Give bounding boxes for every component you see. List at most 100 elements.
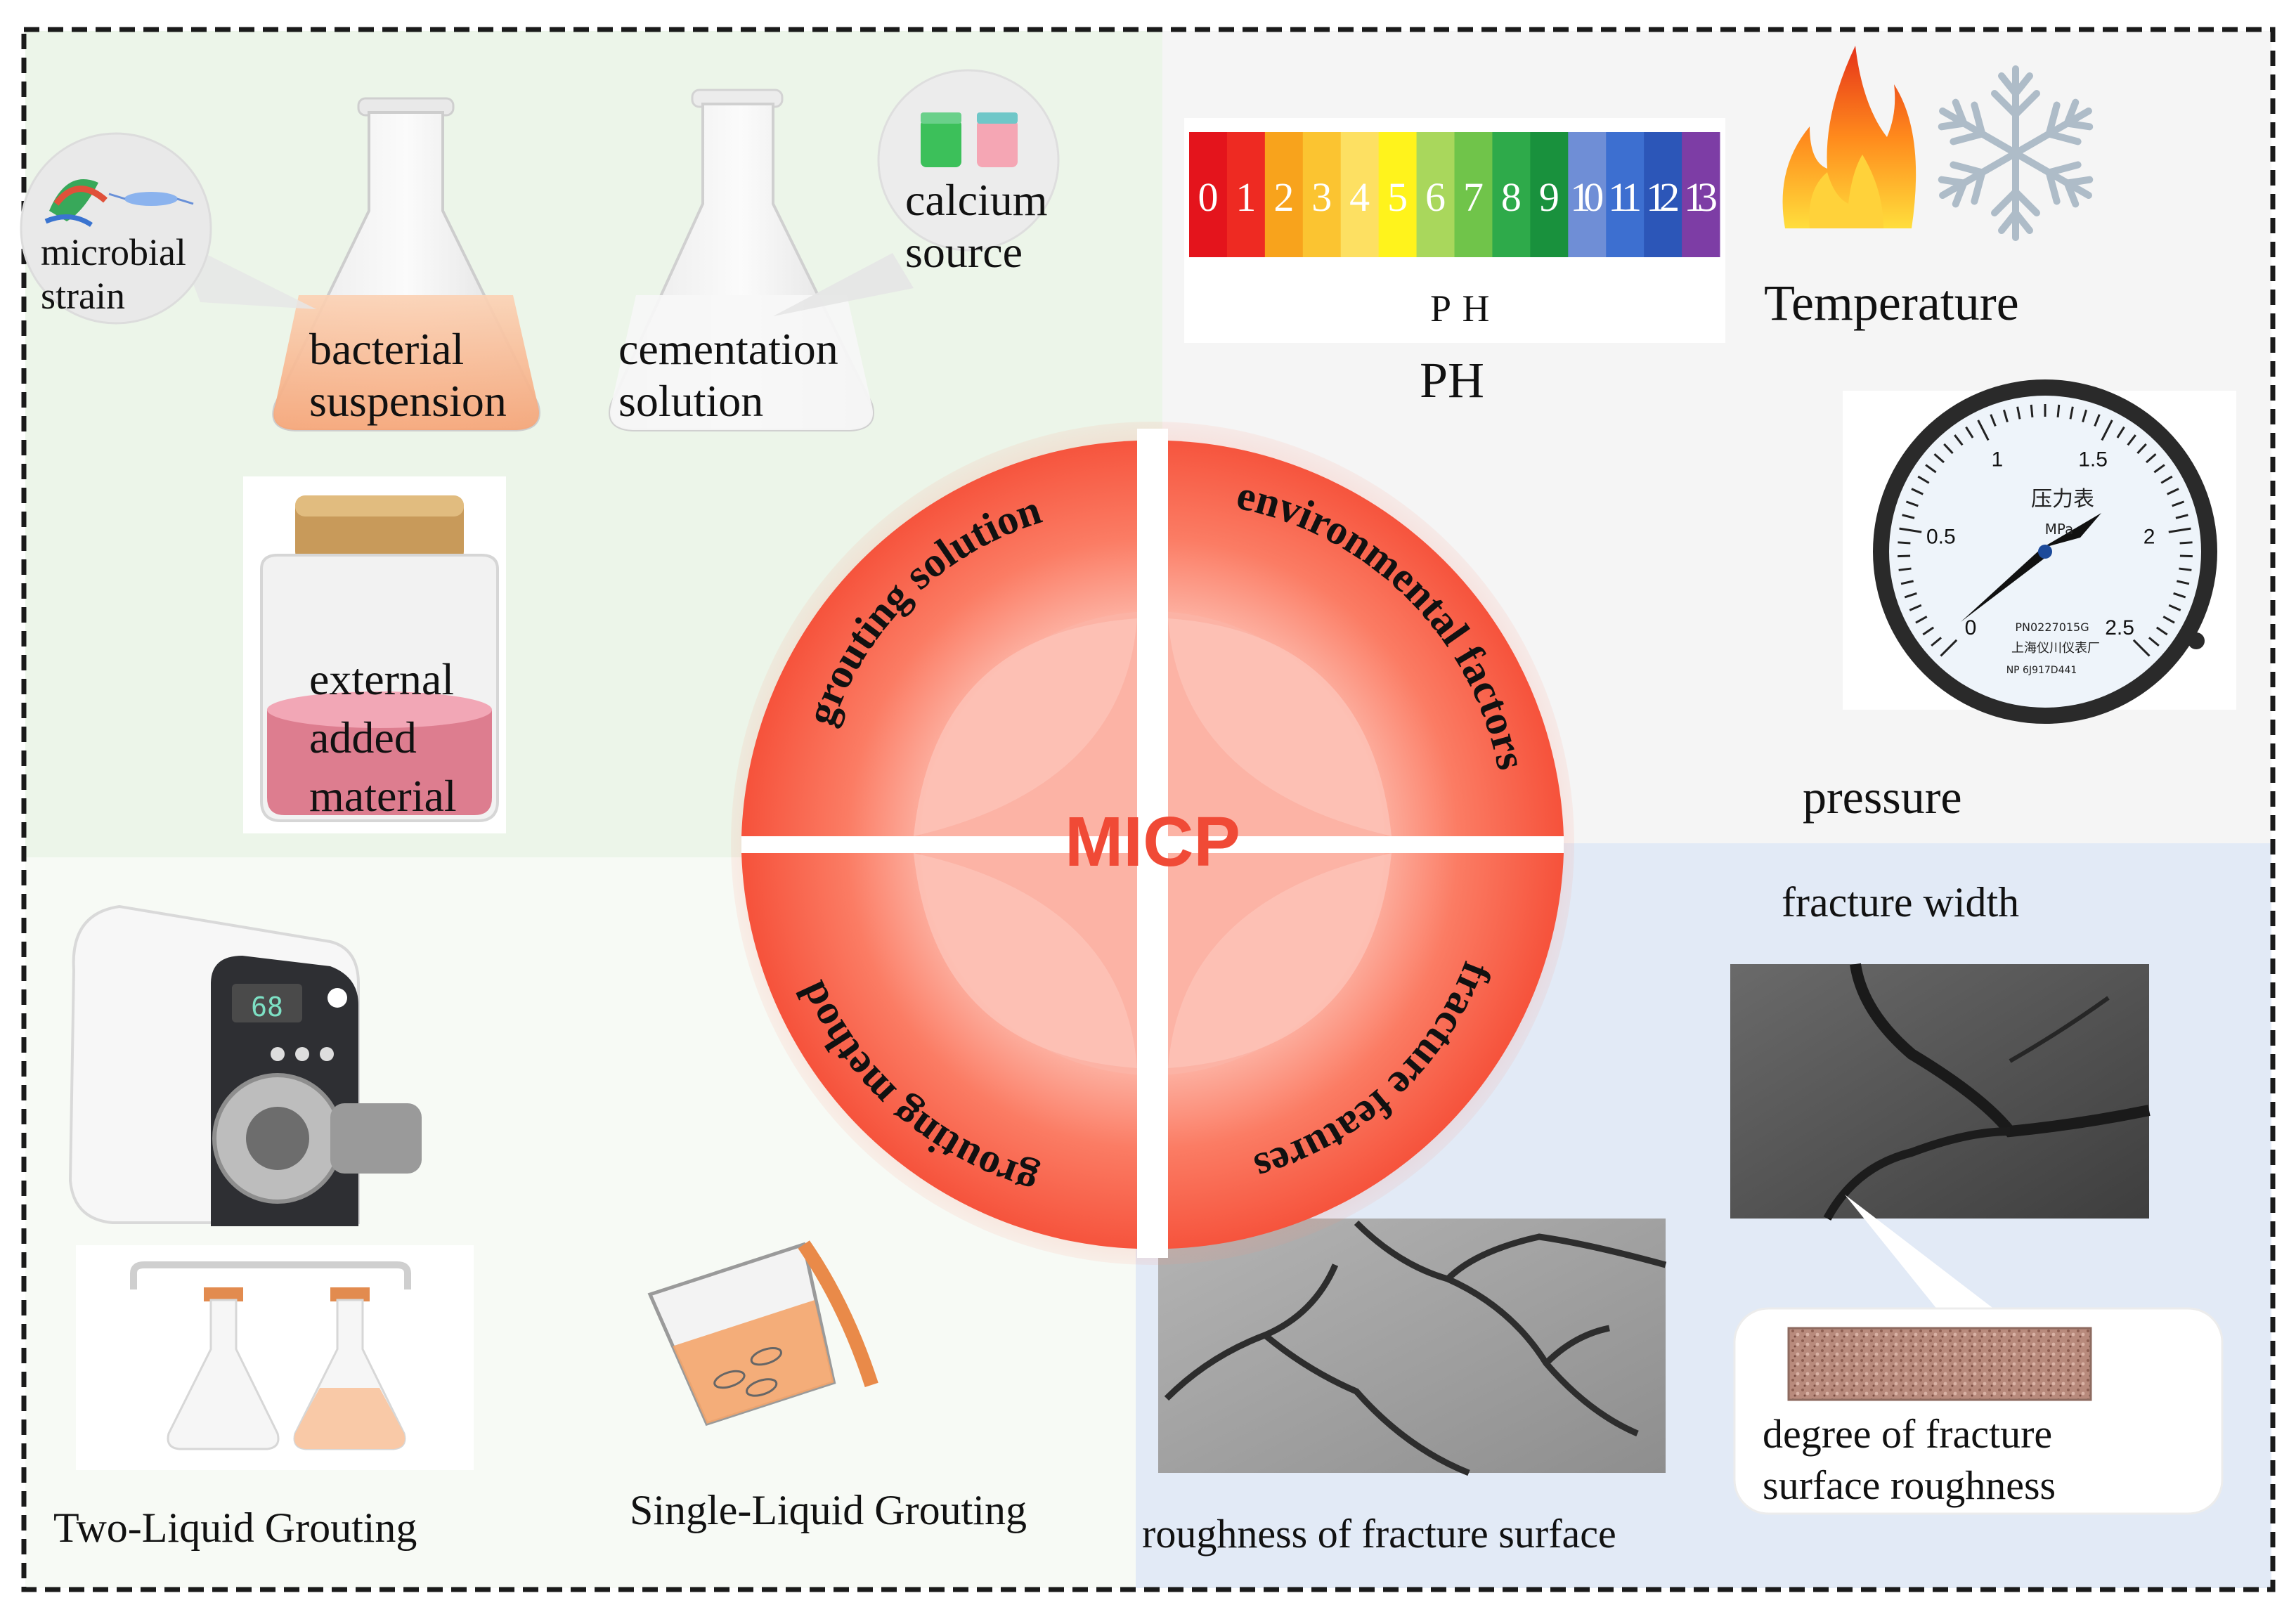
gauge-tick: [1922, 626, 1935, 636]
gauge-tick: [2177, 580, 2190, 585]
gauge-tick: [2179, 567, 2192, 571]
bacterial-suspension-flask: [272, 97, 540, 431]
ph-swatch: [1189, 132, 1228, 257]
beaker-pouring: [647, 1240, 878, 1427]
gauge-tick: [2127, 434, 2136, 446]
ph-tick-label: 4: [1349, 174, 1370, 220]
ph-tick-label: 10: [1570, 174, 1604, 220]
gauge-tick-label: 1: [1992, 448, 2004, 471]
peristaltic-pump: [68, 904, 422, 1226]
gauge-tick: [1940, 639, 1958, 657]
gauge-tick: [2082, 409, 2088, 423]
gauge-tick: [2168, 604, 2181, 611]
ph-swatch: [1530, 132, 1569, 257]
single-liquid-grouting-label: Single-Liquid Grouting: [630, 1487, 1027, 1533]
microbial-strain-bubble: [20, 132, 316, 325]
ph-swatch: [1302, 132, 1342, 257]
ph-tick-label: 1: [1235, 174, 1256, 220]
external-material-jar: [243, 476, 506, 833]
gauge-tick: [1909, 604, 1922, 611]
ph-label: PH: [1420, 352, 1485, 408]
gauge-tick-label: 1.5: [2078, 448, 2108, 471]
ph-tick-label: 2: [1273, 174, 1294, 220]
gauge-serial: PN0227015G: [2015, 620, 2089, 634]
gauge-tick: [1925, 464, 1937, 474]
gauge-tick: [1990, 414, 1997, 427]
ph-tick-label: 12: [1646, 174, 1680, 220]
gauge-tick: [2132, 639, 2151, 657]
gauge-tick: [1915, 616, 1928, 624]
gauge-tick: [2094, 414, 2101, 427]
gauge-tick: [1954, 434, 1964, 446]
gauge-tick: [2030, 404, 2034, 417]
gauge-tick: [1899, 527, 1922, 533]
dashed-border: [21, 27, 2276, 1592]
ph-tick-label: 8: [1501, 174, 1522, 220]
gauge-tick: [2162, 616, 2175, 624]
callout-pointer: [1845, 1195, 2010, 1321]
gauge-tick: [2179, 554, 2193, 558]
gauge-tick: [2116, 426, 2125, 438]
gauge-tick: [1904, 592, 1917, 599]
gauge-tick: [2016, 406, 2021, 420]
ph-tick-label: 9: [1539, 174, 1559, 220]
gauge-tick-label: 0: [1965, 616, 1977, 639]
gauge-tick: [2160, 475, 2173, 484]
gauge-title: 压力表: [2031, 487, 2094, 512]
gauge-tick: [2146, 453, 2157, 464]
ph-tick-label: 0: [1198, 174, 1218, 220]
gauge-tick: [1898, 541, 1911, 545]
ph-swatch: [1416, 132, 1455, 257]
center-ring: [741, 429, 1564, 1258]
gauge-tick: [1902, 514, 1915, 519]
fracture-width-label: fracture width: [1782, 879, 2020, 925]
two-liquid-flasks: [76, 1245, 474, 1470]
gauge-tick: [2168, 527, 2191, 533]
ph-swatch: [1454, 132, 1493, 257]
ph-swatch: [1264, 132, 1304, 257]
gauge-tick: [1898, 567, 1912, 571]
gauge-tick: [1898, 554, 1911, 558]
gauge-tick: [1905, 500, 1919, 507]
gauge-tick: [2153, 464, 2165, 474]
gauge-tick-label: 0.5: [1926, 526, 1956, 549]
gauge-tick: [2155, 626, 2168, 636]
gauge-tick: [1931, 637, 1942, 647]
cementation-solution-flask: [609, 89, 874, 431]
ph-swatch: [1226, 132, 1266, 257]
gauge-tick: [2179, 541, 2193, 545]
gauge-tick: [2069, 406, 2074, 420]
ph-tick-label: 6: [1425, 174, 1446, 220]
ph-tick-label: 13: [1684, 174, 1718, 220]
gauge-tick: [1911, 488, 1924, 495]
pump-display: 68: [251, 992, 283, 1022]
two-liquid-grouting-label: Two-Liquid Grouting: [53, 1505, 417, 1551]
ph-swatch: [1492, 132, 1531, 257]
temperature-label: Temperature: [1764, 275, 2019, 331]
ph-tick-label: 3: [1311, 174, 1332, 220]
ph-caption: P H: [1430, 287, 1491, 330]
ph-tick-label: 5: [1387, 174, 1408, 220]
gauge-tick: [1933, 453, 1945, 464]
gauge-tick: [2056, 404, 2061, 417]
roughness-swatch: [1787, 1327, 2092, 1401]
pressure-gauge: [1843, 379, 2236, 724]
calcium-source-bubble: [773, 69, 1060, 316]
ph-swatch: [1568, 132, 1607, 257]
gauge-tick: [2175, 514, 2188, 519]
center-title: MICP: [1065, 802, 1240, 881]
gauge-tick: [1943, 443, 1954, 455]
gauge-tick: [2172, 500, 2185, 507]
gauge-tick: [2136, 443, 2147, 455]
gauge-tick: [1977, 420, 1990, 441]
gauge-tick-label: 2: [2143, 526, 2155, 549]
gauge-tick: [1965, 426, 1974, 438]
ph-swatch: [1340, 132, 1380, 257]
gauge-tick-label: 2.5: [2105, 616, 2134, 639]
